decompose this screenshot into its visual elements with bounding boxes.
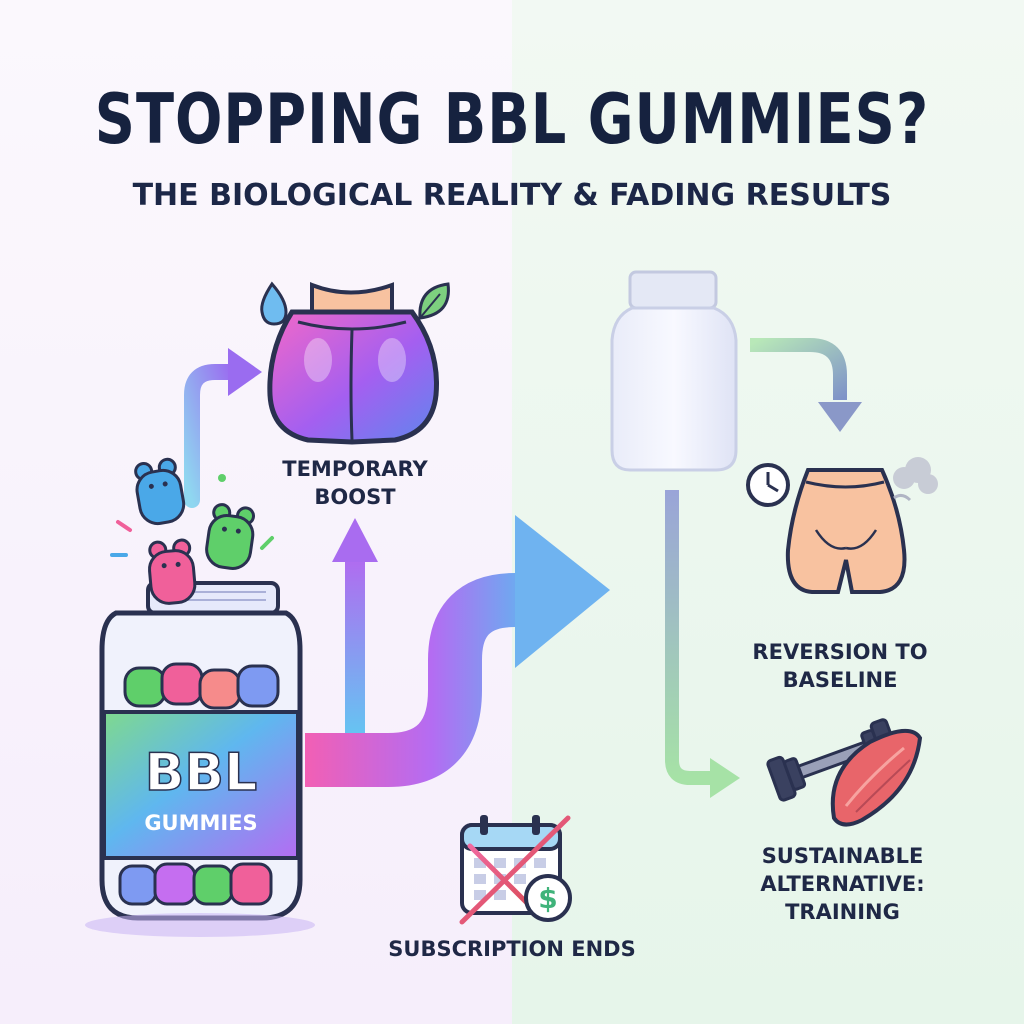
- dollar-coin-icon: $: [524, 874, 572, 922]
- fade-arrow-right: [750, 338, 862, 432]
- label-sustainable-alternative: SUSTAINABLE ALTERNATIVE: TRAINING: [760, 844, 925, 924]
- page-title: STOPPING BBL GUMMIES?: [94, 78, 930, 160]
- puff-cloud-icon: [893, 457, 938, 502]
- transition-arrow: [305, 515, 610, 787]
- clock-icon: [746, 463, 790, 507]
- jar-label-line1: BBL: [145, 743, 257, 803]
- reversion-figure: [785, 468, 907, 594]
- boost-figure: [267, 282, 439, 445]
- svg-text:$: $: [538, 882, 557, 915]
- label-reversion-to-baseline: REVERSION TO BASELINE: [752, 640, 928, 692]
- jar-label-line2: GUMMIES: [144, 811, 257, 835]
- water-drop-icon: [260, 281, 288, 326]
- page-subtitle: THE BIOLOGICAL REALITY & FADING RESULTS: [132, 178, 892, 213]
- label-temporary-boost: TEMPORARY BOOST: [282, 457, 428, 509]
- right-panel-background: [512, 0, 1024, 1024]
- gummy-bear-icon: [110, 457, 274, 605]
- label-subscription-ends: SUBSCRIPTION ENDS: [388, 937, 636, 961]
- empty-jar: [610, 270, 738, 472]
- gummy-jar: BBL GUMMIES: [85, 581, 315, 937]
- fade-arrow-down: [665, 490, 740, 798]
- muscle-icon: [830, 729, 923, 827]
- leaf-icon: [418, 282, 450, 320]
- boost-arrow-top: [184, 348, 262, 508]
- boost-arrow-up: [332, 518, 378, 740]
